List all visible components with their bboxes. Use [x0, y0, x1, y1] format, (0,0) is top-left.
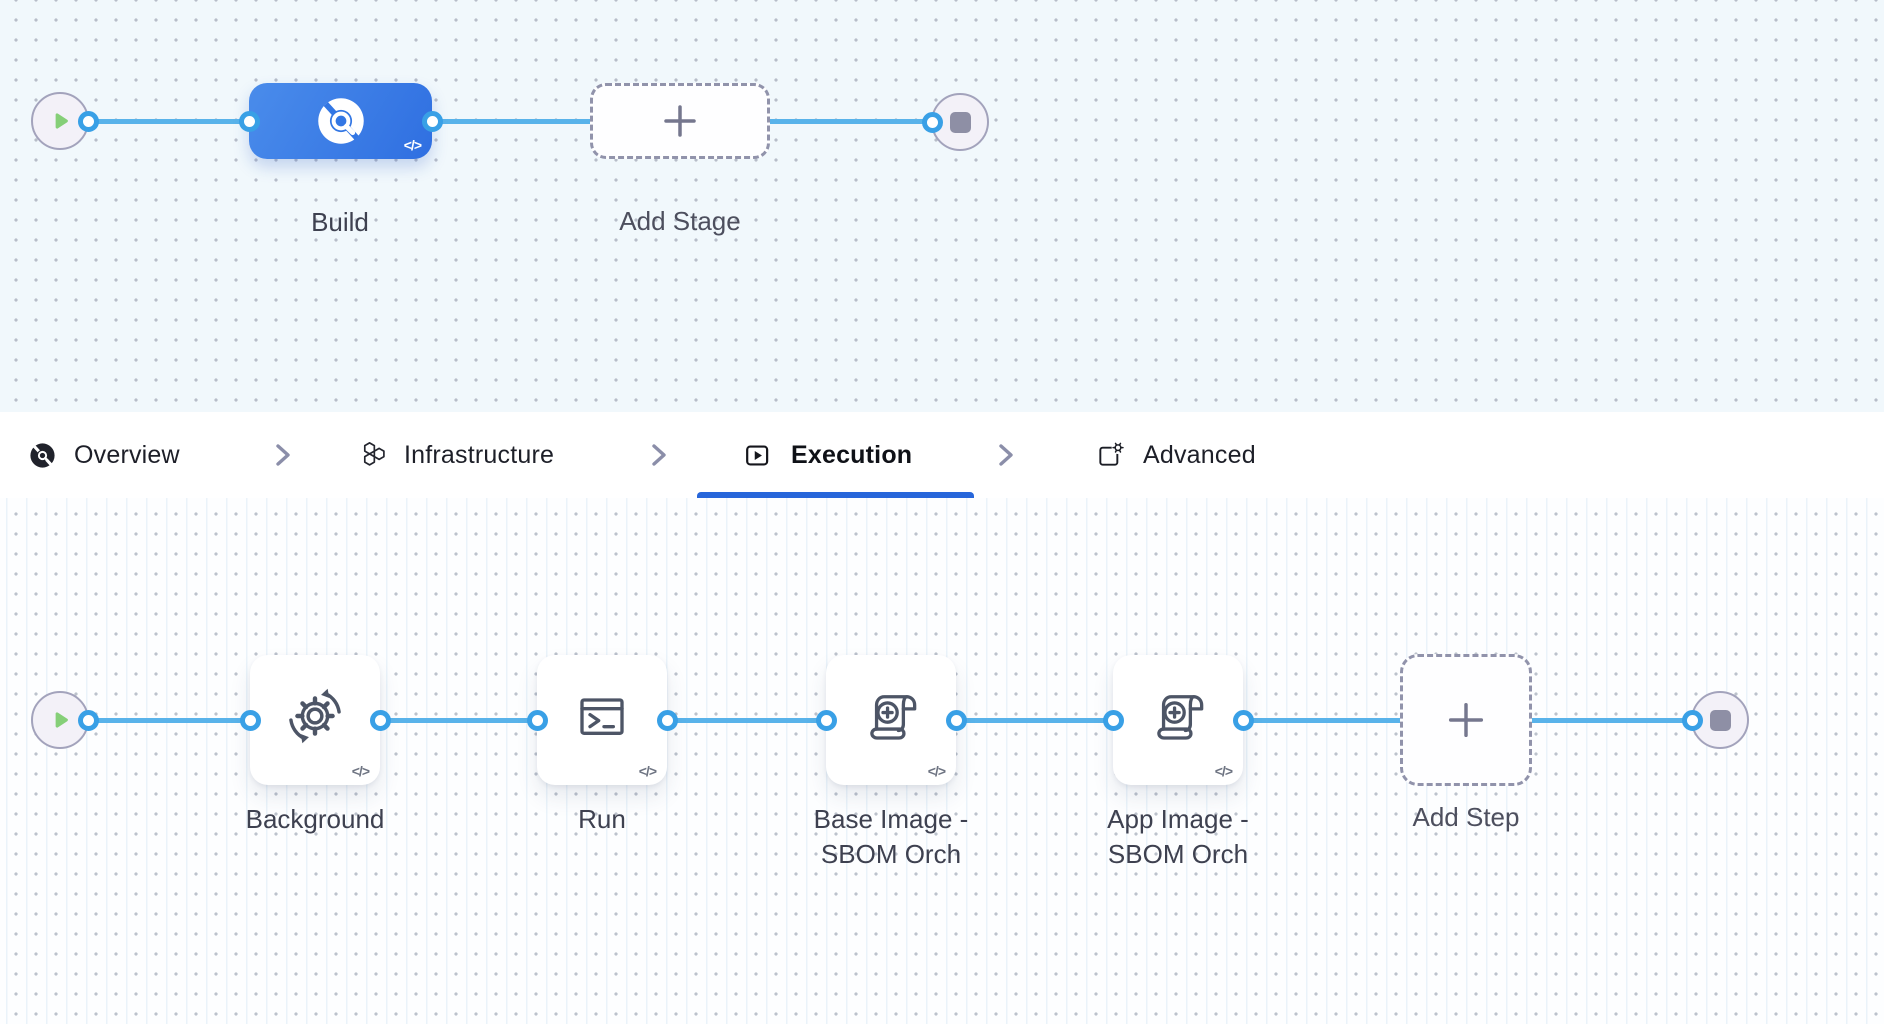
stage-canvas[interactable]: </> Build Add Stage	[0, 0, 1884, 412]
hexagons-icon	[363, 441, 385, 466]
tab-execution-label: Execution	[791, 440, 913, 469]
ci-build-icon	[317, 98, 364, 144]
tab-execution[interactable]: Execution	[741, 412, 912, 498]
play-icon	[55, 712, 68, 728]
step-node-background[interactable]: </>	[250, 655, 380, 785]
stop-icon	[949, 111, 971, 133]
tab-advanced-label: Advanced	[1143, 440, 1256, 469]
connector-port[interactable]	[945, 709, 967, 731]
tab-infrastructure-label: Infrastructure	[404, 440, 555, 469]
add-stage-node[interactable]	[590, 83, 770, 159]
chevron-right-icon	[272, 412, 294, 498]
stage-label: Build	[311, 207, 369, 237]
play-square-icon	[746, 444, 769, 466]
connector-port[interactable]	[1681, 709, 1703, 731]
connector-port[interactable]	[656, 709, 678, 731]
yaml-code-badge: </>	[403, 137, 422, 153]
connector-port[interactable]	[239, 709, 261, 731]
active-tab-underline	[697, 492, 974, 498]
step-node-run[interactable]: </>	[537, 655, 667, 785]
execution-end-node	[1691, 691, 1749, 749]
stage-node-build[interactable]: </>	[249, 83, 432, 159]
connector-port[interactable]	[1232, 709, 1254, 731]
edge	[380, 717, 539, 723]
plus-icon	[1448, 702, 1484, 738]
tab-infrastructure[interactable]: Infrastructure	[356, 412, 554, 498]
connector-port[interactable]	[77, 709, 99, 731]
add-step-label: Add Step	[1412, 802, 1520, 832]
connector-port[interactable]	[921, 111, 943, 133]
connector-port[interactable]	[815, 709, 837, 731]
step-label: Run	[578, 804, 626, 834]
sync-gear-icon	[289, 688, 341, 744]
yaml-code-badge: </>	[1214, 763, 1233, 779]
terminal-icon	[580, 698, 624, 735]
gear-square-icon	[1099, 441, 1125, 466]
stop-icon	[1709, 709, 1731, 731]
step-label: App Image - SBOM Orch	[1107, 804, 1249, 869]
chevron-right-icon	[995, 412, 1017, 498]
step-node-app-image-sbom[interactable]: </>	[1113, 655, 1243, 785]
plus-icon	[664, 105, 696, 137]
yaml-code-badge: </>	[927, 763, 946, 779]
tab-overview-label: Overview	[74, 440, 180, 469]
edge	[667, 717, 828, 723]
connector-port[interactable]	[526, 709, 548, 731]
edge	[956, 717, 1115, 723]
tab-advanced[interactable]: Advanced	[1094, 412, 1256, 498]
connector-port[interactable]	[421, 110, 443, 132]
ci-overview-icon	[30, 442, 55, 468]
step-node-base-image-sbom[interactable]: </>	[826, 655, 956, 785]
connector-port[interactable]	[1102, 709, 1124, 731]
scroll-plus-icon	[870, 695, 917, 740]
add-stage-label: Add Stage	[619, 206, 741, 236]
edge	[60, 119, 252, 124]
chevron-right-icon	[648, 412, 670, 498]
edge	[60, 717, 252, 723]
step-label: Background	[245, 804, 385, 834]
stage-config-tabbar: Overview Infrastructure	[0, 412, 1884, 499]
tab-overview[interactable]: Overview	[28, 412, 180, 498]
add-step-node[interactable]	[1400, 654, 1532, 786]
play-icon	[55, 113, 68, 129]
connector-port[interactable]	[369, 709, 391, 731]
scroll-plus-icon	[1157, 695, 1204, 740]
yaml-code-badge: </>	[351, 763, 370, 779]
step-label: Base Image - SBOM Orch	[813, 804, 969, 869]
connector-port[interactable]	[77, 110, 99, 132]
yaml-code-badge: </>	[638, 763, 657, 779]
connector-port[interactable]	[238, 110, 260, 132]
